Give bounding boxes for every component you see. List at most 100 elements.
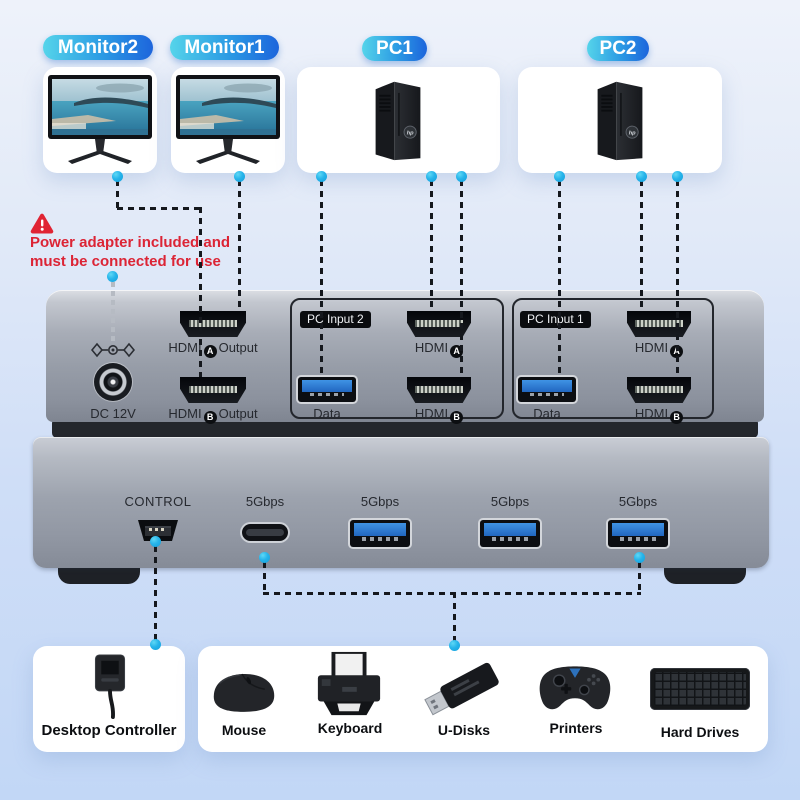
badge-pc2-label: PC2 bbox=[599, 37, 637, 59]
connector-line-power bbox=[111, 282, 115, 344]
pc-input-1-title: PC Input 1 bbox=[520, 311, 591, 328]
peripherals-card: Mouse Keyboard U-Disks bbox=[198, 646, 768, 752]
usb-a-speed-label-1: 5Gbps bbox=[360, 494, 400, 509]
connection-dot bbox=[316, 171, 327, 182]
port-letter-a: A bbox=[203, 344, 217, 358]
badge-monitor1: Monitor1 bbox=[170, 35, 279, 60]
pc-input-1-hdmi-a-port bbox=[627, 311, 691, 337]
keyboard-label: Keyboard bbox=[317, 720, 383, 736]
hdmi-a-output-port bbox=[180, 311, 246, 337]
hdmi-b-output-port bbox=[180, 377, 246, 403]
usb-c-speed-label: 5Gbps bbox=[245, 494, 285, 509]
hdmi-label-text: HDMI bbox=[634, 406, 669, 421]
connection-dot-usb3 bbox=[634, 552, 645, 563]
keyboard-icon bbox=[650, 668, 750, 710]
pc-input-1-data-label: Data bbox=[533, 406, 561, 421]
connection-dot-peripherals-card bbox=[449, 640, 460, 651]
pc-input-2-group-outline bbox=[290, 298, 504, 419]
badge-pc1: PC1 bbox=[362, 36, 427, 61]
pc-logo: hp bbox=[407, 130, 414, 136]
hard-drives-label: Hard Drives bbox=[660, 724, 740, 740]
connector-line-usbc-drop bbox=[263, 562, 266, 594]
badge-pc1-label: PC1 bbox=[376, 37, 413, 59]
pc-input-2-data-label: Data bbox=[313, 406, 341, 421]
connector-line-monitor2-drop bbox=[199, 207, 202, 377]
printers-label: Printers bbox=[549, 720, 603, 736]
badge-pc2: PC2 bbox=[587, 36, 649, 61]
connection-dot bbox=[554, 171, 565, 182]
connection-dot bbox=[636, 171, 647, 182]
warning-icon bbox=[30, 213, 54, 234]
connection-dot bbox=[112, 171, 123, 182]
pc-logo: hp bbox=[629, 130, 636, 136]
desktop-controller-card: Desktop Controller bbox=[33, 646, 185, 752]
connector-line-peripherals-drop bbox=[453, 592, 456, 643]
connector-line-pc1-hdmi-b bbox=[460, 180, 463, 377]
port-letter-b: B bbox=[203, 410, 217, 424]
hdmi-label-text: HDMI bbox=[414, 340, 449, 355]
pc1-card: hp bbox=[297, 67, 500, 173]
desktop-controller-label: Desktop Controller bbox=[41, 722, 177, 739]
usb-a-speed-label-3: 5Gbps bbox=[618, 494, 658, 509]
monitor1-card bbox=[171, 67, 285, 173]
warning-text-line1: Power adapter included and bbox=[30, 234, 231, 251]
connection-dot-usbc bbox=[259, 552, 270, 563]
hdmi-label-text: HDMI bbox=[634, 340, 669, 355]
badge-monitor2: Monitor2 bbox=[43, 35, 153, 60]
dc-power-jack bbox=[94, 363, 132, 401]
port-letter-a: A bbox=[450, 344, 464, 358]
output-label-text: Output bbox=[218, 406, 258, 421]
connector-line-pc2-data bbox=[558, 180, 561, 376]
pc-input-1-hdmi-b-port bbox=[627, 377, 691, 403]
usb-a-port-2 bbox=[480, 520, 540, 547]
connector-line-control bbox=[154, 546, 157, 642]
monitor-illustration bbox=[176, 75, 280, 164]
connector-line-pc1-data bbox=[320, 180, 323, 376]
pc-input-1-data-port bbox=[518, 377, 576, 402]
port-letter-b: B bbox=[450, 410, 464, 424]
hdmi-label-text: HDMI bbox=[414, 406, 449, 421]
connection-dot-controller-card bbox=[150, 639, 161, 650]
printer-icon bbox=[317, 651, 381, 716]
monitor2-card bbox=[43, 67, 157, 173]
pc-input-2-hdmi-b-port bbox=[407, 377, 471, 403]
pc2-card: hp bbox=[518, 67, 722, 173]
port-letter-b: B bbox=[670, 410, 684, 424]
connection-dot-power bbox=[107, 271, 118, 282]
connector-line-usb-bus bbox=[263, 592, 641, 595]
hdmi-label-text: HDMI bbox=[168, 406, 202, 421]
connection-dot bbox=[234, 171, 245, 182]
gamepad-icon bbox=[539, 666, 611, 710]
output-label-text: Output bbox=[218, 340, 258, 355]
warning-text-line2: must be connected for use bbox=[30, 253, 221, 270]
connector-line-monitor1 bbox=[238, 180, 241, 311]
connector-line-usb3-drop bbox=[638, 562, 641, 594]
connection-dot bbox=[672, 171, 683, 182]
pc-input-2-title: PC Input 2 bbox=[300, 311, 371, 328]
connection-dot-control bbox=[150, 536, 161, 547]
pc-input-2-data-port bbox=[298, 377, 356, 402]
connector-line-monitor2 bbox=[116, 180, 119, 209]
connector-line-monitor2-elbow bbox=[117, 207, 202, 210]
pc-input-1-group-outline bbox=[512, 298, 714, 419]
connection-dot bbox=[426, 171, 437, 182]
usb-flash-drive-icon bbox=[424, 662, 499, 716]
connector-line-pc2-hdmi-b bbox=[676, 180, 679, 377]
polarity-symbol-icon bbox=[91, 342, 135, 358]
mouse-label: Mouse bbox=[221, 722, 267, 738]
monitor-illustration bbox=[48, 75, 152, 164]
hdmi-label-text: HDMI bbox=[168, 340, 202, 355]
dc-power-label: DC 12V bbox=[90, 406, 136, 421]
desktop-pc-illustration: hp bbox=[375, 81, 421, 161]
connection-dot bbox=[456, 171, 467, 182]
u-disks-label: U-Disks bbox=[437, 722, 491, 738]
control-mini-usb-port bbox=[138, 520, 178, 541]
control-port-label: CONTROL bbox=[124, 494, 192, 509]
mouse-icon bbox=[213, 673, 275, 712]
